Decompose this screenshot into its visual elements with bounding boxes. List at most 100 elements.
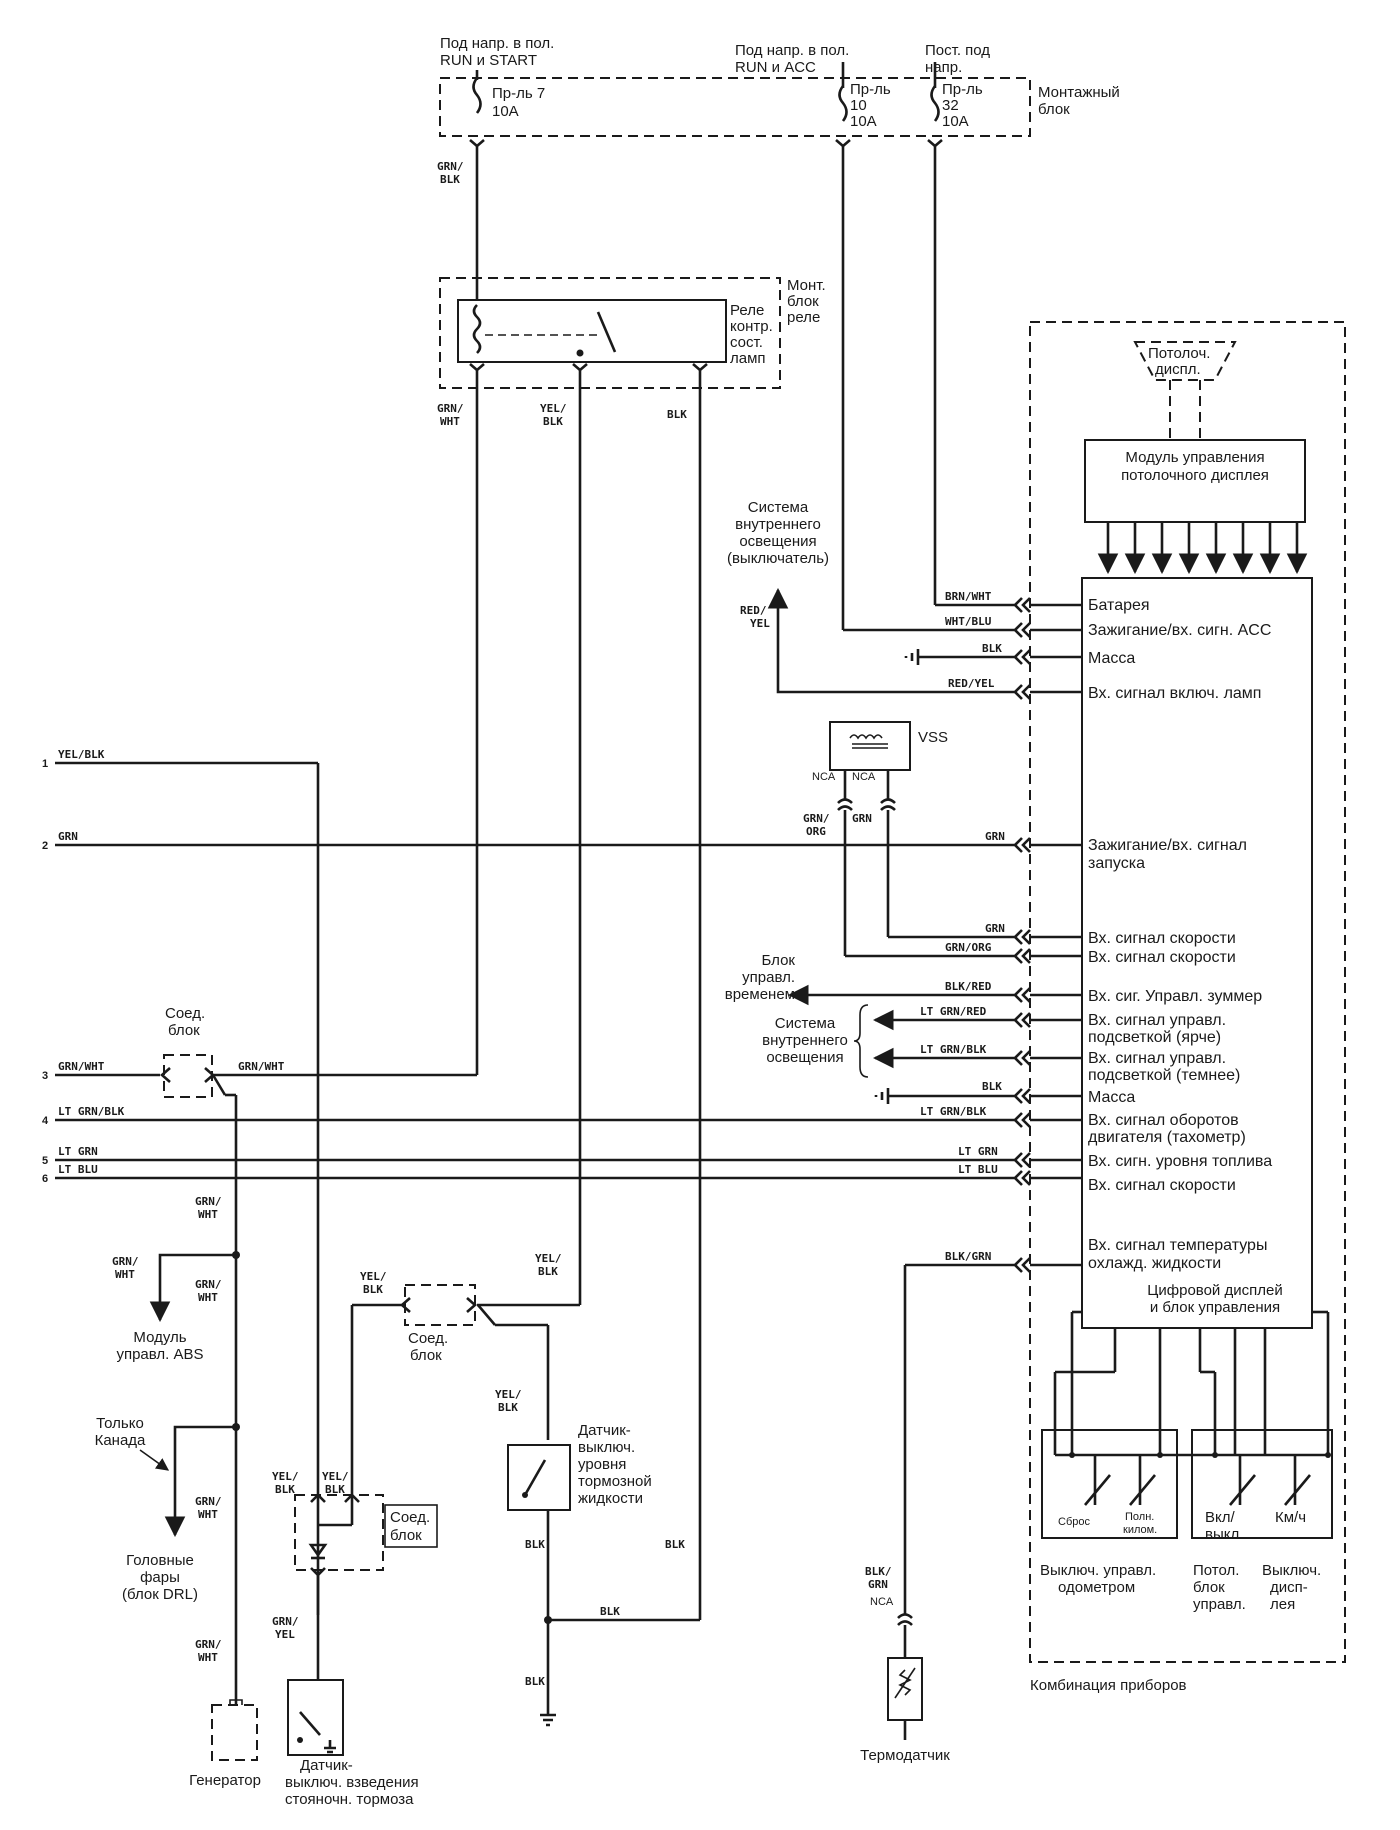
svg-text:диспл.: диспл. xyxy=(1155,361,1201,378)
wire-grn-wht-v2: GRN/ WHT xyxy=(112,1255,139,1281)
wire-grn-wht-left: GRN/WHT xyxy=(58,1060,105,1073)
svg-text:BLK/: BLK/ xyxy=(865,1565,892,1578)
svg-text:WHT: WHT xyxy=(198,1651,218,1664)
svg-text:Цифровой дисплей: Цифровой дисплей xyxy=(1147,1282,1282,1299)
svg-text:BLK: BLK xyxy=(543,415,563,428)
pin-ignition-acc: Зажигание/вх. сигн. ACC xyxy=(1088,622,1271,639)
supply-const: Пост. под напр. xyxy=(925,42,990,76)
svg-text:стояночн. тормоза: стояночн. тормоза xyxy=(285,1791,414,1808)
wire-lt-grn-left: LT GRN xyxy=(58,1145,98,1158)
svg-text:одометром: одометром xyxy=(1058,1579,1135,1596)
wire-grn-wht-v3: GRN/ WHT xyxy=(195,1278,222,1304)
svg-text:WHT: WHT xyxy=(198,1508,218,1521)
svg-text:RUN и START: RUN и START xyxy=(440,52,537,69)
wire-lt-grn-blk-left: LT GRN/BLK xyxy=(58,1105,125,1118)
vss-sensor xyxy=(829,721,911,771)
abs-module-label: Модуль управл. ABS xyxy=(116,1329,203,1363)
svg-text:10A: 10A xyxy=(850,113,877,130)
svg-text:выкл: выкл xyxy=(1205,1526,1239,1543)
svg-text:GRN/: GRN/ xyxy=(195,1278,222,1291)
wire-yel-blk-left: YEL/BLK xyxy=(58,748,105,761)
wire-blk-brake-2: BLK xyxy=(525,1675,545,1688)
svg-text:уровня: уровня xyxy=(578,1456,626,1473)
svg-text:32: 32 xyxy=(942,97,959,114)
svg-text:фары: фары xyxy=(140,1569,180,1586)
wire-grn-org-speed: GRN/ORG xyxy=(945,941,992,954)
svg-text:управл.: управл. xyxy=(1193,1596,1246,1613)
odometer-switch-label: Выключ. управл. одометром xyxy=(1040,1562,1156,1596)
svg-text:WHT: WHT xyxy=(198,1291,218,1304)
nca-label-2: NCA xyxy=(852,771,876,783)
svg-text:YEL/: YEL/ xyxy=(540,402,567,415)
pin-markers xyxy=(1013,597,1082,1273)
instrument-cluster xyxy=(1029,321,1346,1663)
supply-run-acc: Под напр. в пол. RUN и ACC xyxy=(735,42,849,76)
pin-ground-1: Масса xyxy=(1088,650,1135,667)
pin-connector xyxy=(1013,987,1031,1003)
wire-yel-blk-park-1: YEL/ BLK xyxy=(272,1470,299,1496)
svg-text:GRN/: GRN/ xyxy=(195,1495,222,1508)
pin-connector xyxy=(1013,1088,1031,1104)
terminal-4: 4 xyxy=(42,1115,49,1127)
wire-blk-red: BLK/RED xyxy=(945,980,992,993)
svg-text:YEL/: YEL/ xyxy=(495,1388,522,1401)
svg-text:GRN/: GRN/ xyxy=(195,1195,222,1208)
svg-text:ламп: ламп xyxy=(730,350,766,367)
svg-text:Потолоч.: Потолоч. xyxy=(1148,345,1210,362)
pin-fuel: Вх. сигн. уровня топлива xyxy=(1088,1153,1272,1170)
pin-ignition-start-2: запуска xyxy=(1088,855,1145,872)
svg-text:YEL/: YEL/ xyxy=(322,1470,349,1483)
wire-yel-blk-brake-fluid: YEL/ BLK xyxy=(495,1388,522,1414)
pin-coolant-2: охлажд. жидкости xyxy=(1088,1255,1221,1272)
wire-lt-grn-blk-1: LT GRN/BLK xyxy=(920,1043,987,1056)
pin-tach-2: двигателя (тахометр) xyxy=(1088,1129,1246,1146)
time-control-label: Блок управл. временем xyxy=(725,952,796,1003)
svg-text:внутреннего: внутреннего xyxy=(735,516,821,533)
wire-lt-blu-1: LT BLU xyxy=(958,1163,998,1176)
pin-brighter-1: Вх. сигнал управл. xyxy=(1088,1012,1226,1029)
pin-connector xyxy=(1013,1257,1031,1273)
wire-grn-wht-relay: GRN/ WHT xyxy=(437,402,464,428)
svg-text:10A: 10A xyxy=(942,113,969,130)
wire-blk-relay: BLK xyxy=(667,408,687,421)
pin-coolant-1: Вх. сигнал температуры xyxy=(1088,1237,1267,1254)
junction-block-3-label: Соед. блок xyxy=(384,1504,438,1548)
svg-text:Монт.: Монт. xyxy=(787,277,826,294)
pin-connector xyxy=(1013,597,1031,613)
svg-text:BLK: BLK xyxy=(440,173,460,186)
svg-text:GRN/: GRN/ xyxy=(437,402,464,415)
svg-text:блок: блок xyxy=(787,293,819,310)
svg-text:контр.: контр. xyxy=(730,318,773,335)
wire-brn-wht: BRN/WHT xyxy=(945,590,992,603)
svg-text:блок: блок xyxy=(168,1022,200,1039)
on-off-label: Вкл/ выкл xyxy=(1205,1509,1239,1543)
svg-text:Датчик-: Датчик- xyxy=(578,1422,631,1439)
ceiling-control-label: Потол. блок управл. xyxy=(1193,1562,1246,1613)
digital-display-label: Цифровой дисплей и блок управления xyxy=(1147,1282,1282,1316)
svg-text:YEL/: YEL/ xyxy=(535,1252,562,1265)
wire-lt-grn-red: LT GRN/RED xyxy=(920,1005,987,1018)
pin-lamp-input: Вх. сигнал включ. ламп xyxy=(1088,685,1261,702)
svg-text:Выключ.: Выключ. xyxy=(1262,1562,1321,1579)
svg-text:GRN/: GRN/ xyxy=(195,1638,222,1651)
svg-text:килом.: килом. xyxy=(1123,1524,1157,1536)
svg-text:BLK: BLK xyxy=(538,1265,558,1278)
junction-block-1-label: Соед. блок xyxy=(165,1005,205,1039)
wire-yel-blk-relay: YEL/ BLK xyxy=(540,402,567,428)
wire-grn-wht-v4: GRN/ WHT xyxy=(195,1495,222,1521)
svg-text:Блок: Блок xyxy=(761,952,795,969)
generator-label: Генератор xyxy=(189,1772,261,1789)
nca-label-1: NCA xyxy=(812,771,836,783)
svg-text:BLK: BLK xyxy=(498,1401,518,1414)
svg-text:Под напр. в пол.: Под напр. в пол. xyxy=(440,35,554,52)
svg-text:GRN/: GRN/ xyxy=(272,1615,299,1628)
pin-connector xyxy=(1013,684,1031,700)
svg-text:RED/: RED/ xyxy=(740,604,767,617)
svg-text:YEL/: YEL/ xyxy=(360,1270,387,1283)
svg-text:(блок DRL): (блок DRL) xyxy=(122,1586,198,1603)
display-bus xyxy=(1097,522,1308,575)
svg-text:Датчик-: Датчик- xyxy=(300,1757,353,1774)
wire-blk-grn-vertical: BLK/ GRN xyxy=(865,1565,892,1591)
pin-connector xyxy=(1013,1152,1031,1168)
